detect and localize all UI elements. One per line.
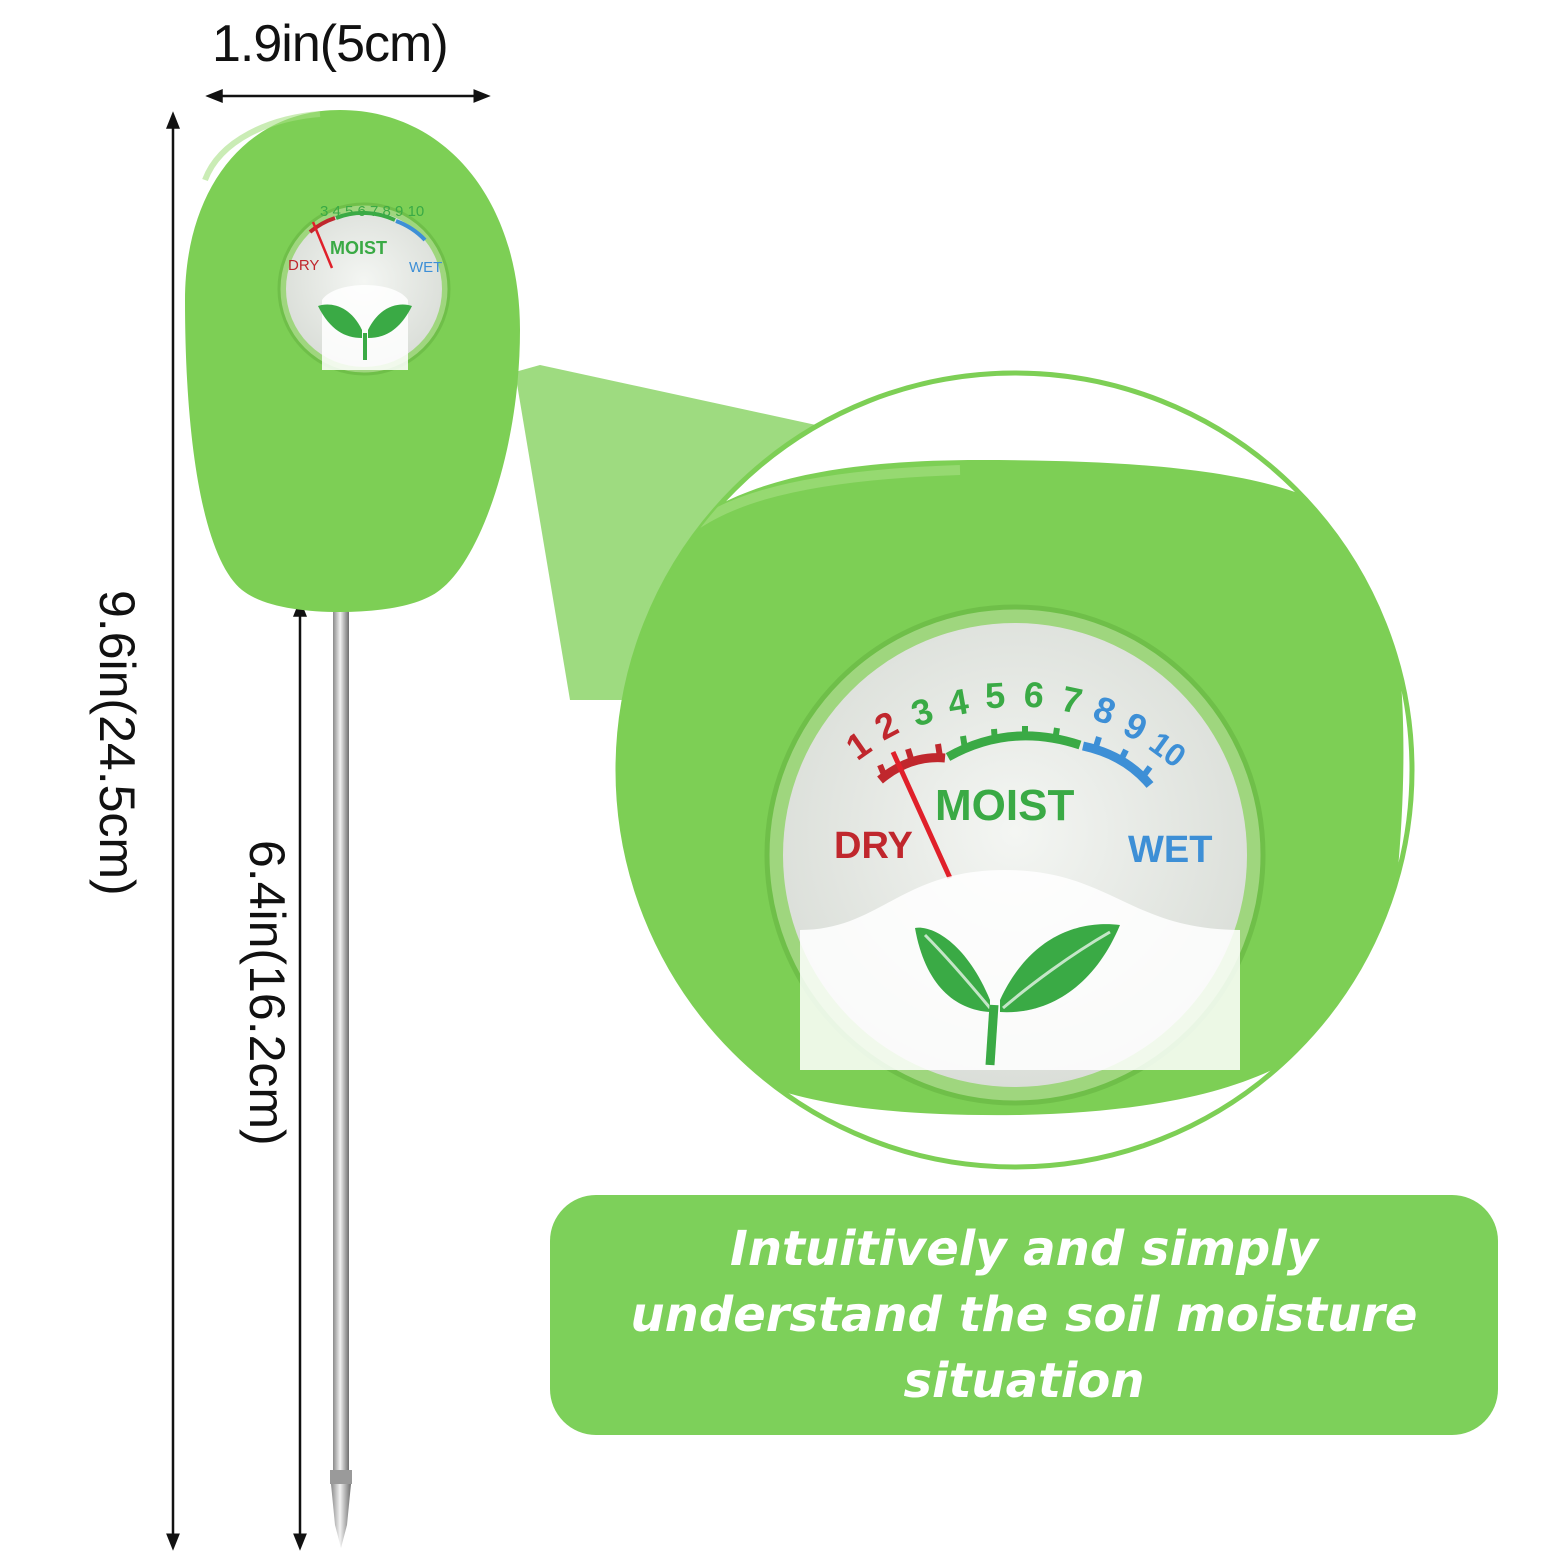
small-wet-label: WET — [409, 259, 442, 276]
meter-head-highlight — [202, 111, 321, 182]
probe-collar — [330, 1470, 352, 1484]
leaf-icon — [915, 924, 1120, 1066]
zoom-dry-label: DRY — [834, 825, 913, 867]
small-scale-numbers: 3 4 5 6 7 8 9 10 — [320, 203, 424, 220]
caption-text: Intuitively and simply understand the so… — [630, 1220, 1418, 1410]
small-gauge-wet-arc — [395, 219, 427, 242]
small-moist-label: MOIST — [330, 238, 387, 258]
probe-rod — [333, 600, 349, 1480]
zoom-scale-ticks — [877, 726, 1153, 780]
probe-length-label: 6.4in(16.2cm) — [239, 840, 295, 1146]
zoom-moist-arc — [945, 731, 1082, 761]
width-dimension-label: 1.9in(5cm) — [212, 15, 449, 73]
zoom-gauge-needle — [890, 750, 953, 880]
scale-number-5: 5 — [984, 674, 1006, 716]
small-gauge-needle — [311, 221, 334, 269]
caption-banner: Intuitively and simply understand the so… — [550, 1195, 1498, 1435]
probe-tip — [331, 1484, 351, 1548]
small-leaf-icon — [318, 304, 412, 360]
zoom-callout-wedge — [515, 365, 816, 700]
scale-number-6: 6 — [1022, 673, 1046, 716]
small-gauge-dry-arc — [308, 216, 336, 234]
small-leaf-bg — [322, 285, 408, 370]
zoom-wet-label: WET — [1128, 829, 1212, 871]
small-gauge-moist-arc — [335, 210, 396, 222]
total-length-label: 9.6in(24.5cm) — [89, 590, 145, 896]
zoom-moist-label: MOIST — [935, 781, 1074, 830]
small-dry-label: DRY — [288, 257, 319, 274]
